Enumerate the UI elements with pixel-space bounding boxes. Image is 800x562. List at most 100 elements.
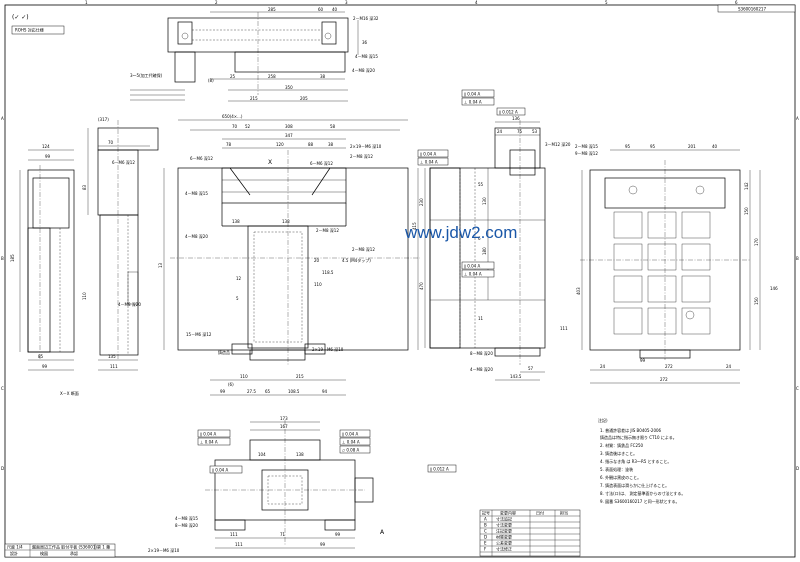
svg-text:55: 55 [478,182,484,187]
svg-text:∥ 0.04 A: ∥ 0.04 A [420,152,436,157]
svg-text:15－M6 深12: 15－M6 深12 [186,331,212,337]
svg-text:88: 88 [308,142,314,147]
drawing-number-box [717,4,796,13]
svg-text:尺度 1/4: 尺度 1/4 [7,544,23,550]
svg-text:130: 130 [482,197,487,205]
svg-text:6－M6 深12: 6－M6 深12 [190,155,213,161]
svg-text:146: 146 [770,286,778,291]
svg-text:6－M6 深12: 6－M6 深12 [310,160,333,166]
svg-text:99: 99 [640,358,646,363]
svg-text:180: 180 [482,247,487,255]
svg-text:2－M8 深15: 2－M8 深15 [575,143,598,149]
svg-text:7. 鋳造表面は滑らかに仕上げること。: 7. 鋳造表面は滑らかに仕上げること。 [600,482,669,488]
leader-notes [130,89,185,101]
notes-heading: 注記) [598,417,608,423]
svg-text:40: 40 [332,7,338,12]
svg-text:124: 124 [42,144,50,149]
svg-text:71: 71 [280,532,286,537]
svg-text:⏥ 0.08 A: ⏥ 0.08 A [342,448,360,453]
roughness-note: (✓ ✓) [12,14,29,21]
svg-text:⊥ 0.04 A: ⊥ 0.04 A [464,272,482,277]
svg-text:4－M8 深15: 4－M8 深15 [175,515,198,521]
svg-text:38: 38 [328,142,334,147]
svg-text:350: 350 [285,85,293,90]
svg-text:75: 75 [517,129,523,134]
svg-text:∥ 0.04 A: ∥ 0.04 A [464,92,480,97]
svg-text:24: 24 [600,364,606,369]
svg-text:173: 173 [280,416,288,421]
svg-text:3～5(加工代確保): 3～5(加工代確保) [130,72,163,78]
svg-text:2－M8 深12: 2－M8 深12 [352,246,375,252]
svg-text:25: 25 [230,74,236,79]
svg-text:150: 150 [744,207,749,215]
svg-text:4－M8 深20: 4－M8 深20 [118,301,141,307]
svg-text:53: 53 [532,129,538,134]
title-block: 尺度 1/4 盤面周辺工作品 取付平板 (S36001) 第 1 葉 設計 検図… [4,544,116,558]
svg-text:111: 111 [235,542,243,547]
section-marker: X [268,159,272,166]
rohs-label: ROHS 対応仕様 [15,27,44,33]
svg-text:138: 138 [282,219,290,224]
top-view: 285 60 40 25 258 38 350 215 205 36 [167,7,368,102]
svg-text:99: 99 [320,542,326,547]
svg-text:104: 104 [258,452,266,457]
svg-text:36: 36 [362,40,368,45]
svg-text:215: 215 [250,96,258,101]
svg-text:寸法追記: 寸法追記 [496,516,512,522]
svg-text:A: A [484,517,487,522]
svg-text:11: 11 [478,316,484,321]
svg-text:1. 普通許容差は JIS B0405-2006: 1. 普通許容差は JIS B0405-2006 [600,427,662,433]
svg-text:2×19－M6 深10: 2×19－M6 深10 [148,547,180,553]
svg-text:40: 40 [712,144,718,149]
svg-text:60: 60 [318,7,324,12]
svg-text:70: 70 [232,124,238,129]
svg-text:138: 138 [232,219,240,224]
datum-a-marker: A [380,529,385,536]
svg-text:99: 99 [335,532,341,537]
svg-text:111: 111 [230,532,238,537]
svg-text:13: 13 [158,262,163,268]
svg-text:58: 58 [330,124,336,129]
svg-text:日付: 日付 [536,510,544,516]
svg-text:99: 99 [45,154,51,159]
tolerance-frames-side: ∥ 0.04 A ⊥ 0.04 A ∥ 0.012 A ∥ 0.04 A ⊥ 0… [417,89,526,278]
section-label: X－X 断面 [60,390,79,396]
svg-text:5: 5 [605,0,608,5]
svg-text:6－M6 深12: 6－M6 深12 [112,159,135,165]
svg-text:230: 230 [419,198,424,206]
svg-text:6: 6 [735,0,738,5]
svg-text:第 1 葉: 第 1 葉 [97,544,110,550]
svg-text:公差変更: 公差変更 [496,540,512,546]
svg-text:注記変更: 注記変更 [496,528,512,534]
svg-text:2－M8 深12: 2－M8 深12 [350,153,373,159]
svg-text:24: 24 [497,129,503,134]
svg-text:111: 111 [110,364,118,369]
svg-text:8－M8 深20: 8－M8 深20 [175,522,198,528]
svg-text:盤面周辺工作品 取付平板 (S36001): 盤面周辺工作品 取付平板 (S36001) [32,544,97,550]
svg-text:308: 308 [285,124,293,129]
svg-text:150: 150 [754,297,759,305]
svg-text:205: 205 [300,96,308,101]
frame-letters: A B C D A B C D [1,116,799,471]
svg-text:9. 図番 S3600160217 と同一形状とする。: 9. 図番 S3600160217 と同一形状とする。 [600,498,680,504]
svg-text:65: 65 [265,389,271,394]
svg-text:F: F [484,547,487,552]
svg-text:担当: 担当 [560,510,568,516]
svg-text:(8): (8) [208,78,214,83]
watermark: www.jdw2.com [404,223,517,242]
svg-text:∥ 0.04 A: ∥ 0.04 A [200,432,216,437]
svg-text:4.5 (M4タップ): 4.5 (M4タップ) [342,257,371,263]
svg-text:118.5: 118.5 [322,270,334,275]
svg-text:2: 2 [215,0,218,5]
svg-text:C: C [1,386,4,391]
svg-text:寸法修正: 寸法修正 [496,546,512,552]
tolerance-frames-bottom: ∥ 0.04 A ⊥ 0.04 A ∥ 0.04 A ⊥ 0.04 A ⏥ 0.… [197,429,457,474]
svg-text:6. 外観は黒皮のこと。: 6. 外観は黒皮のこと。 [600,474,641,480]
svg-text:A: A [796,116,799,121]
svg-text:E: E [484,541,487,546]
svg-text:24: 24 [726,364,732,369]
svg-text:272: 272 [660,377,668,382]
svg-text:111: 111 [560,326,568,331]
svg-text:D: D [484,535,487,540]
